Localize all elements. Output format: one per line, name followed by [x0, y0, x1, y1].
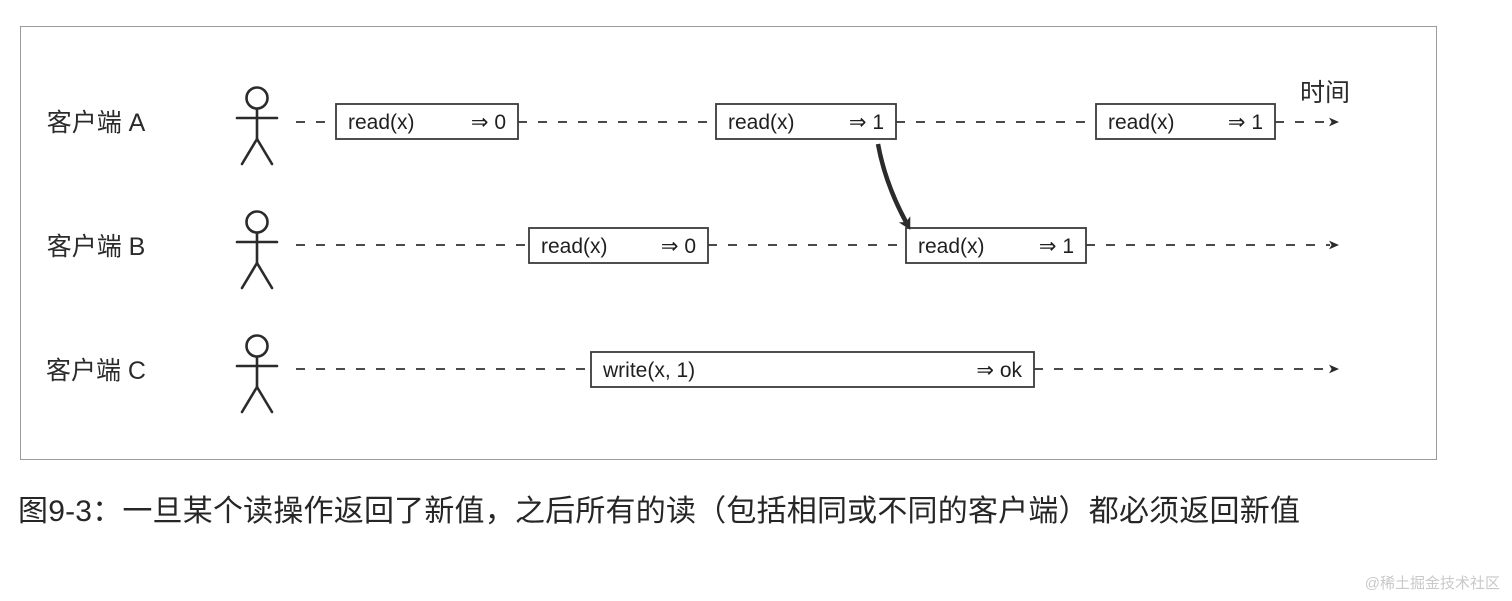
operation-a-read-1[interactable]: read(x) ⇒ 0	[335, 103, 519, 140]
operation-name-b-read-1: read(x)	[541, 235, 608, 258]
operation-name-a-read-2: read(x)	[728, 111, 795, 134]
operation-a-read-2[interactable]: read(x) ⇒ 1	[715, 103, 897, 140]
operation-box-b-read-1[interactable]	[528, 227, 709, 264]
operation-result-c-write-1: ⇒ ok	[976, 359, 1022, 382]
operation-box-a-read-2[interactable]	[715, 103, 897, 140]
operation-box-c-write-1[interactable]	[590, 351, 1035, 388]
operation-result-b-read-2: ⇒ 1	[1039, 235, 1074, 258]
operation-b-read-1[interactable]: read(x) ⇒ 0	[528, 227, 709, 264]
operation-box-a-read-1[interactable]	[335, 103, 519, 140]
operation-result-b-read-1: ⇒ 0	[661, 235, 696, 258]
operation-c-write-1[interactable]: write(x, 1) ⇒ ok	[590, 351, 1035, 388]
operation-b-read-2[interactable]: read(x) ⇒ 1	[905, 227, 1087, 264]
operation-box-a-read-3[interactable]	[1095, 103, 1276, 140]
figure-frame	[20, 26, 1437, 460]
operation-name-a-read-1: read(x)	[348, 111, 415, 134]
operation-name-b-read-2: read(x)	[918, 235, 985, 258]
operation-box-b-read-2[interactable]	[905, 227, 1087, 264]
watermark-label: @稀土掘金技术社区	[1364, 575, 1500, 592]
operation-a-read-3[interactable]: read(x) ⇒ 1	[1095, 103, 1276, 140]
operation-result-a-read-1: ⇒ 0	[471, 111, 506, 134]
operation-result-a-read-3: ⇒ 1	[1228, 111, 1263, 134]
operation-name-a-read-3: read(x)	[1108, 111, 1175, 134]
operation-name-c-write-1: write(x, 1)	[602, 359, 695, 382]
figure-caption: 图9-3：一旦某个读操作返回了新值，之后所有的读（包括相同或不同的客户端）都必须…	[18, 495, 1301, 528]
operation-result-a-read-2: ⇒ 1	[849, 111, 884, 134]
